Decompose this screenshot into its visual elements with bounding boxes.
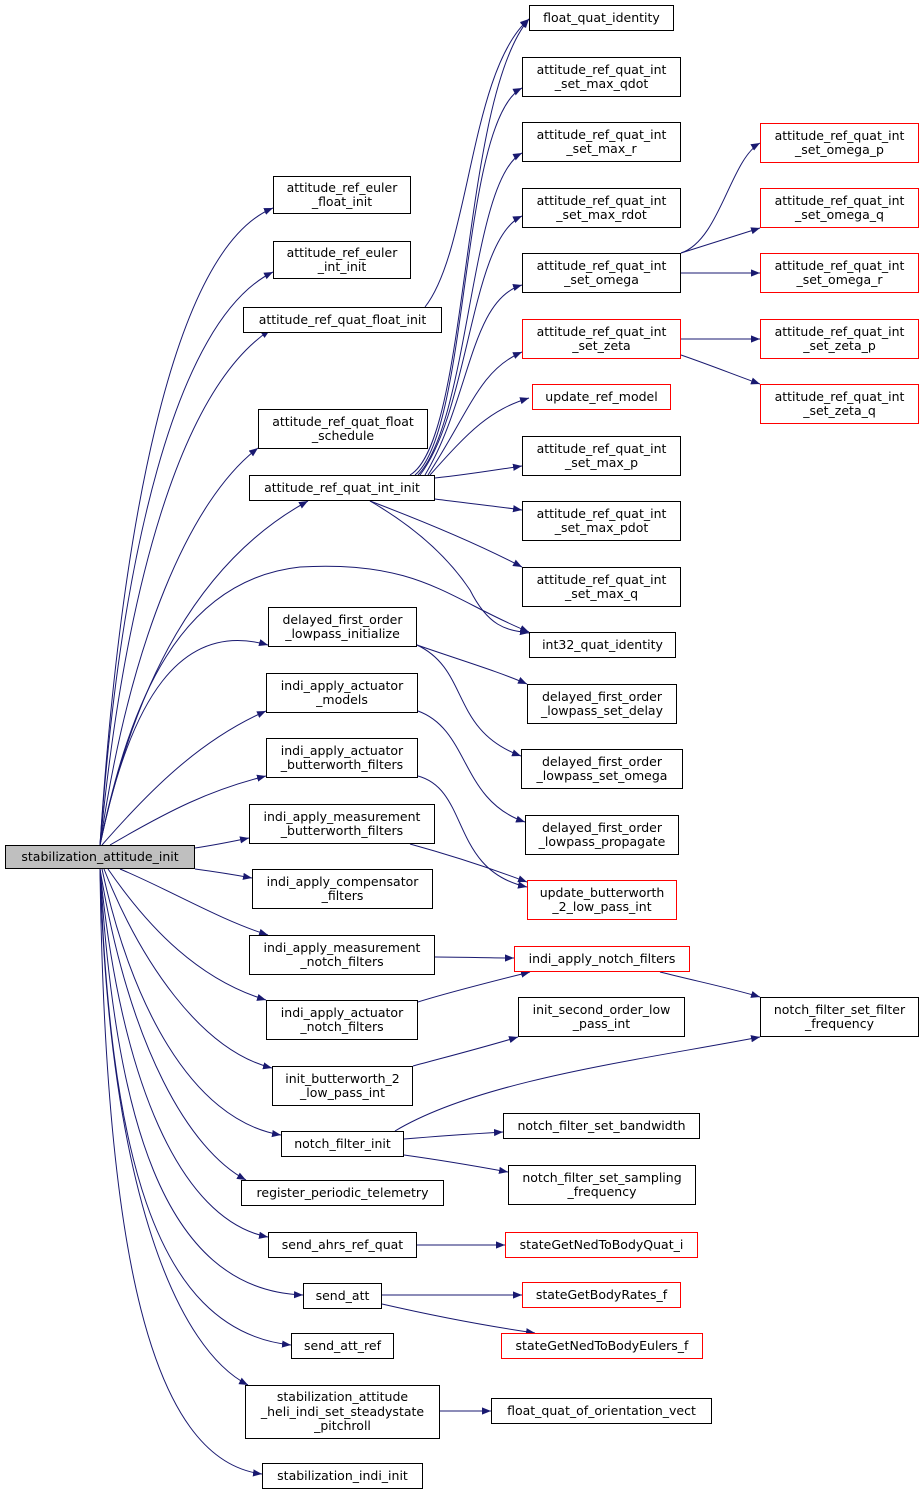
edge-set-zeta-to-zeta-q: [680, 354, 761, 385]
node-attitude-ref-quat-int-set-omega-q[interactable]: attitude_ref_quat_int _set_omega_q: [760, 188, 919, 228]
node-notch-filter-set-bandwidth[interactable]: notch_filter_set_bandwidth: [503, 1113, 700, 1139]
node-attitude-ref-quat-int-init[interactable]: attitude_ref_quat_int_init: [249, 475, 435, 501]
node-attitude-ref-quat-float-schedule[interactable]: attitude_ref_quat_float _schedule: [258, 409, 428, 449]
edge-actuator-butterworth-to-update-butterworth: [417, 775, 528, 889]
edge-root-to-quat-float-init: [99, 329, 271, 846]
edge-root-to-quat-float-schedule: [99, 447, 259, 846]
node-state-get-ned-to-body-quat-i[interactable]: stateGetNedToBodyQuat_i: [505, 1232, 698, 1258]
edge-root-to-lowpass-initialize: [99, 639, 269, 846]
edge-quat-int-init-to-float-quat-identity: [409, 18, 530, 476]
edge-notch-filter-init-to-bandwidth: [403, 1128, 504, 1140]
edge-root-to-euler-float-init: [99, 207, 274, 846]
edge-quat-int-init-to-set-omega: [424, 284, 523, 476]
edge-root-to-send-att: [99, 868, 304, 1299]
node-attitude-ref-quat-int-set-max-qdot[interactable]: attitude_ref_quat_int _set_max_qdot: [522, 57, 681, 97]
edge-lowpass-initialize-to-set-omega: [416, 644, 522, 757]
node-attitude-ref-quat-int-set-zeta[interactable]: attitude_ref_quat_int _set_zeta: [522, 319, 681, 359]
node-indi-apply-measurement-notch-filters[interactable]: indi_apply_measurement _notch_filters: [249, 935, 435, 975]
node-indi-apply-notch-filters[interactable]: indi_apply_notch_filters: [514, 946, 690, 972]
node-init-second-order-low-pass-int[interactable]: init_second_order_low _pass_int: [518, 997, 685, 1037]
edge-quat-int-init-to-int32-quat-identity: [369, 500, 530, 636]
node-attitude-ref-quat-int-set-max-r[interactable]: attitude_ref_quat_int _set_max_r: [522, 122, 681, 162]
node-attitude-ref-quat-int-set-zeta-q[interactable]: attitude_ref_quat_int _set_zeta_q: [760, 384, 919, 424]
node-send-ahrs-ref-quat[interactable]: send_ahrs_ref_quat: [268, 1232, 417, 1258]
node-state-get-body-rates-f[interactable]: stateGetBodyRates_f: [522, 1282, 681, 1308]
edge-root-to-int32-quat-identity: [99, 565, 530, 846]
edge-root-to-stabilization-indi-init: [99, 868, 263, 1477]
edge-root-to-actuator-notch: [107, 868, 267, 1001]
edge-root-to-measurement-butterworth: [194, 836, 250, 849]
node-init-butterworth-2-low-pass-int[interactable]: init_butterworth_2 _low_pass_int: [272, 1066, 413, 1106]
node-notch-filter-set-sampling-frequency[interactable]: notch_filter_set_sampling _frequency: [508, 1165, 696, 1205]
node-register-periodic-telemetry[interactable]: register_periodic_telemetry: [241, 1180, 444, 1206]
node-attitude-ref-euler-int-init[interactable]: attitude_ref_euler _int_init: [273, 241, 411, 279]
node-indi-apply-actuator-notch-filters[interactable]: indi_apply_actuator _notch_filters: [266, 1000, 418, 1040]
edge-root-to-compensator-filters: [194, 868, 253, 880]
node-state-get-ned-to-body-eulers-f[interactable]: stateGetNedToBodyEulers_f: [501, 1333, 703, 1359]
edge-actuator-notch-to-indi-apply-notch: [417, 970, 531, 1003]
node-delayed-first-order-lowpass-propagate[interactable]: delayed_first_order _lowpass_propagate: [525, 815, 679, 855]
edge-root-to-actuator-butterworth: [109, 774, 267, 846]
node-attitude-ref-quat-int-set-zeta-p[interactable]: attitude_ref_quat_int _set_zeta_p: [760, 319, 919, 359]
edge-notch-filter-init-to-filter-frequency: [394, 1035, 761, 1132]
edge-root-to-send-ahrs-ref-quat: [99, 868, 269, 1239]
node-delayed-first-order-lowpass-set-omega[interactable]: delayed_first_order _lowpass_set_omega: [521, 749, 683, 789]
node-indi-apply-actuator-butterworth-filters[interactable]: indi_apply_actuator _butterworth_filters: [266, 738, 418, 778]
edge-quat-int-init-to-max-r: [417, 152, 523, 476]
edge-indi-apply-notch-to-filter-frequency: [659, 971, 761, 998]
node-indi-apply-actuator-models[interactable]: indi_apply_actuator _models: [266, 673, 418, 713]
node-attitude-ref-euler-float-init[interactable]: attitude_ref_euler _float_init: [273, 176, 411, 214]
node-attitude-ref-quat-int-set-max-q[interactable]: attitude_ref_quat_int _set_max_q: [522, 567, 681, 607]
edge-root-to-register-telemetry: [99, 868, 247, 1181]
node-stabilization-indi-init[interactable]: stabilization_indi_init: [262, 1463, 423, 1489]
node-attitude-ref-quat-int-set-omega-p[interactable]: attitude_ref_quat_int _set_omega_p: [760, 123, 919, 163]
node-update-butterworth-2-low-pass-int[interactable]: update_butterworth _2_low_pass_int: [527, 880, 677, 920]
node-float-quat-of-orientation-vect[interactable]: float_quat_of_orientation_vect: [491, 1398, 712, 1424]
node-send-att-ref[interactable]: send_att_ref: [291, 1333, 394, 1359]
edge-set-omega-to-omega-p: [680, 142, 761, 254]
edge-root-to-init-butterworth: [103, 868, 273, 1070]
edge-root-to-actuator-models: [101, 710, 267, 846]
edge-actuator-models-to-propagate: [417, 710, 526, 823]
node-float-quat-identity[interactable]: float_quat_identity: [529, 5, 674, 31]
edge-init-butterworth-to-init-second-order: [412, 1036, 519, 1067]
node-notch-filter-set-filter-frequency[interactable]: notch_filter_set_filter _frequency: [760, 997, 919, 1037]
edge-root-to-heli-steadystate: [99, 868, 249, 1386]
node-attitude-ref-quat-int-set-max-rdot[interactable]: attitude_ref_quat_int _set_max_rdot: [522, 188, 681, 228]
edge-quat-int-init-to-max-p: [434, 463, 523, 479]
edge-root-to-notch-filter-init: [101, 868, 282, 1138]
node-delayed-first-order-lowpass-initialize[interactable]: delayed_first_order _lowpass_initialize: [268, 607, 417, 647]
node-indi-apply-measurement-butterworth-filters[interactable]: indi_apply_measurement _butterworth_filt…: [249, 804, 435, 844]
node-attitude-ref-quat-int-set-max-p[interactable]: attitude_ref_quat_int _set_max_p: [522, 436, 681, 476]
edge-measurement-butterworth-to-update-butterworth: [409, 843, 528, 883]
node-attitude-ref-quat-int-set-max-pdot[interactable]: attitude_ref_quat_int _set_max_pdot: [522, 501, 681, 541]
node-stabilization-attitude-heli-indi-set-steadystate-pitchroll[interactable]: stabilization_attitude _heli_indi_set_st…: [245, 1385, 440, 1439]
edge-set-omega-to-omega-q: [680, 227, 761, 254]
edge-quat-int-init-to-max-pdot: [434, 498, 523, 513]
edge-send-att-to-ned-eulers-f: [381, 1303, 536, 1336]
edge-root-to-measurement-notch: [119, 868, 269, 936]
edge-measurement-notch-to-indi-apply-notch: [434, 954, 515, 962]
edge-quat-int-init-to-set-zeta: [427, 351, 523, 476]
node-int32-quat-identity[interactable]: int32_quat_identity: [529, 632, 676, 658]
node-attitude-ref-quat-int-set-omega[interactable]: attitude_ref_quat_int _set_omega: [522, 253, 681, 293]
node-attitude-ref-quat-int-set-omega-r[interactable]: attitude_ref_quat_int _set_omega_r: [760, 253, 919, 293]
node-attitude-ref-quat-float-init[interactable]: attitude_ref_quat_float_init: [243, 307, 442, 333]
edge-notch-filter-init-to-sampling-frequency: [403, 1154, 509, 1174]
node-send-att[interactable]: send_att: [303, 1283, 382, 1309]
node-delayed-first-order-lowpass-set-delay[interactable]: delayed_first_order _lowpass_set_delay: [527, 684, 677, 724]
edge-quat-int-init-to-max-q: [369, 500, 523, 568]
node-notch-filter-init[interactable]: notch_filter_init: [281, 1131, 404, 1157]
node-indi-apply-compensator-filters[interactable]: indi_apply_compensator _filters: [252, 869, 433, 909]
node-update-ref-model[interactable]: update_ref_model: [532, 384, 671, 410]
edge-quat-int-init-to-update-ref-model: [429, 397, 530, 476]
node-stabilization-attitude-init: stabilization_attitude_init: [5, 845, 195, 869]
edge-quat-float-init-to-float-quat-identity: [424, 18, 530, 308]
edge-quat-int-init-to-max-qdot: [414, 87, 523, 476]
edge-root-to-euler-int-init: [99, 271, 274, 846]
edge-quat-int-init-to-max-rdot: [419, 215, 523, 476]
edge-lowpass-initialize-to-set-delay: [416, 644, 528, 685]
